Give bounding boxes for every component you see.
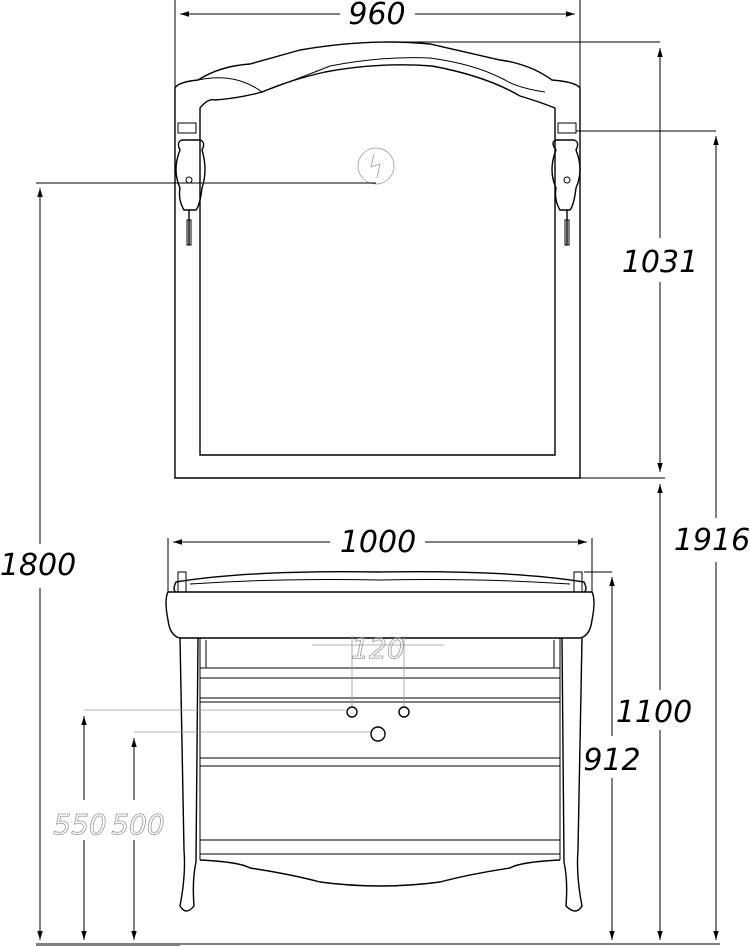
right-sconce <box>551 122 581 246</box>
vanity <box>165 571 595 912</box>
mirror <box>174 41 581 479</box>
dim-label-1916: 1916 <box>674 523 750 558</box>
dim-label-1800: 1800 <box>0 548 76 583</box>
dim-sconce-height: 1800 <box>0 182 376 946</box>
dim-mirror-width: 960 <box>174 0 581 88</box>
dim-label-550: 550 <box>53 808 106 841</box>
dim-label-500: 500 <box>111 808 164 841</box>
dim-vanity-width: 1000 <box>167 525 593 592</box>
power-outlet-icon <box>357 147 395 185</box>
dim-label-1000: 1000 <box>340 525 416 560</box>
dim-label-912: 912 <box>583 743 640 778</box>
dim-mirror-height: 1031 <box>380 41 698 479</box>
dim-top-height: 912 <box>583 571 641 940</box>
dim-label-1031: 1031 <box>622 245 698 280</box>
dim-vanity-height: 1100 <box>616 484 692 940</box>
dim-label-960: 960 <box>348 0 405 32</box>
dim-label-120: 120 <box>351 632 404 665</box>
dim-total-height: 1916 <box>576 130 750 940</box>
dim-hole-spacing: 120 <box>312 632 444 706</box>
dim-label-1100: 1100 <box>616 695 692 730</box>
dim-drain-heights: 550 500 <box>53 709 370 940</box>
